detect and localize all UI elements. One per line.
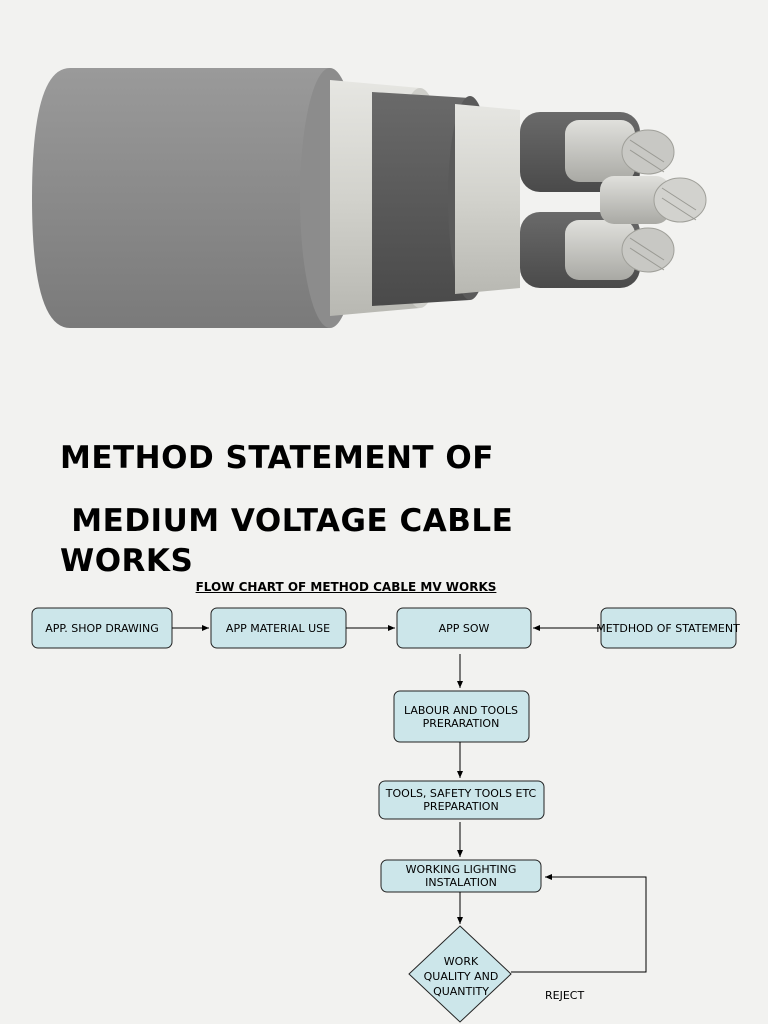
svg-text:WORK: WORK — [444, 955, 479, 968]
reject-label: REJECT — [545, 989, 584, 1002]
node-app-sow: APP SOW — [396, 607, 532, 649]
arrow-reject-loop — [511, 874, 647, 973]
cable-illustration — [32, 68, 707, 328]
svg-text:APP SOW: APP SOW — [439, 622, 490, 635]
svg-text:TOOLS, SAFETY TOOLS ETC: TOOLS, SAFETY TOOLS ETC — [385, 787, 537, 800]
svg-text:LABOUR AND TOOLS: LABOUR AND TOOLS — [404, 704, 518, 717]
svg-text:APP. SHOP DRAWING: APP. SHOP DRAWING — [45, 622, 159, 635]
title-line-1: METHOD STATEMENT OF — [60, 440, 494, 476]
node-method-statement: METDHOD OF STATEMENT — [596, 607, 740, 649]
svg-text:METDHOD OF STATEMENT: METDHOD OF STATEMENT — [596, 622, 740, 635]
svg-text:PRERARATION: PRERARATION — [423, 717, 500, 730]
node-safety-tools: TOOLS, SAFETY TOOLS ETC PREPARATION — [378, 780, 545, 820]
flowchart-title: FLOW CHART OF METHOD CABLE MV WORKS — [195, 580, 497, 594]
title-line-2: MEDIUM VOLTAGE CABLE — [60, 503, 514, 539]
title-line-3: WORKS — [60, 543, 194, 579]
svg-text:PREPARATION: PREPARATION — [423, 800, 498, 813]
svg-text:QUALITY AND: QUALITY AND — [424, 970, 499, 983]
node-labour-tools: LABOUR AND TOOLS PRERARATION — [393, 690, 530, 743]
node-working-lighting: WORKING LIGHTING INSTALATION — [380, 859, 542, 893]
node-material-use: APP MATERIAL USE — [210, 607, 347, 649]
svg-text:INSTALATION: INSTALATION — [425, 876, 497, 889]
node-work-quality-decision: WORK QUALITY AND QUANTITY — [408, 925, 512, 1023]
svg-text:APP MATERIAL USE: APP MATERIAL USE — [226, 622, 330, 635]
svg-text:QUANTITY: QUANTITY — [433, 985, 489, 998]
node-shop-drawing: APP. SHOP DRAWING — [31, 607, 173, 649]
svg-text:WORKING LIGHTING: WORKING LIGHTING — [406, 863, 517, 876]
